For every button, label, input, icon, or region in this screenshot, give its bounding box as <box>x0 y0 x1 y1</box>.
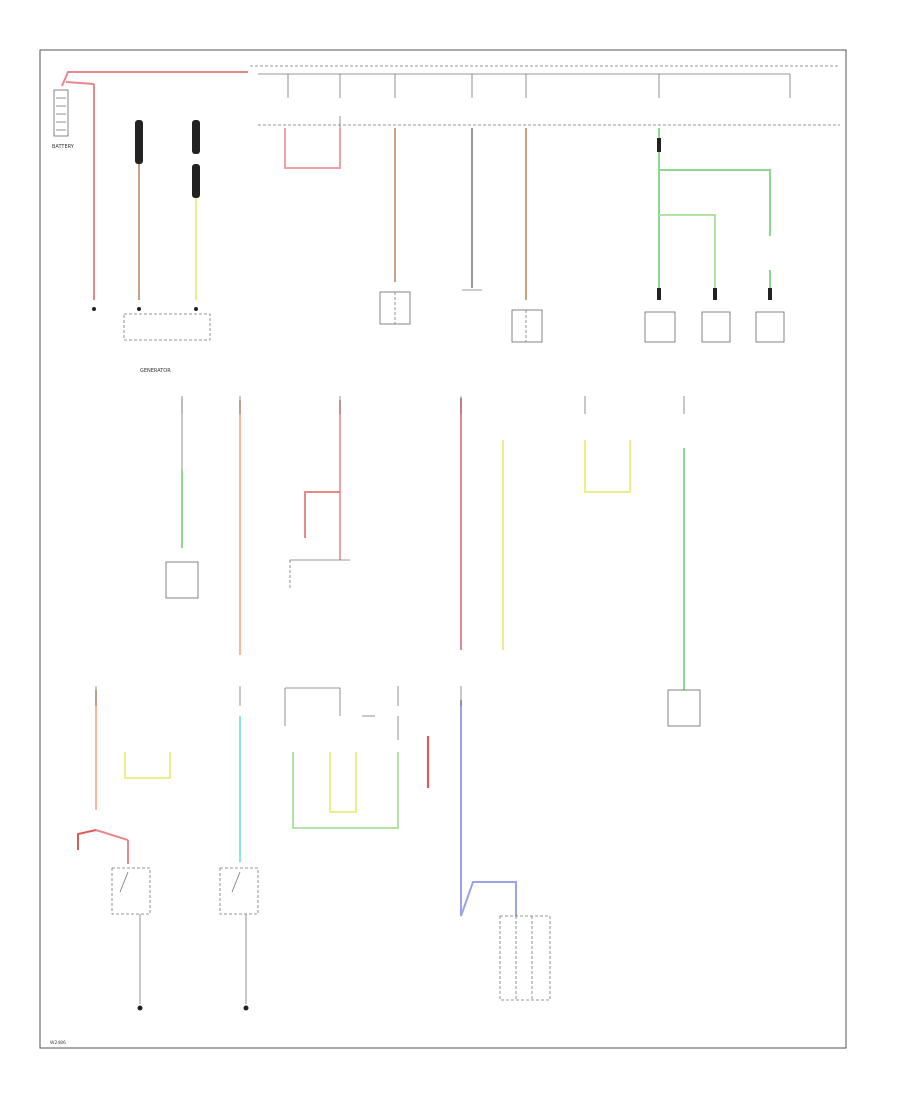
yellow-u-wire <box>584 440 631 493</box>
fuse-icon <box>768 288 772 300</box>
lower-left-circuit <box>77 690 171 1011</box>
battery-label: BATTERY <box>52 144 75 150</box>
red-loop-center <box>289 400 350 588</box>
ground-icon <box>243 1005 249 1011</box>
fusible-link-icon <box>192 164 200 198</box>
fusible-link-icon <box>192 120 200 154</box>
diagram-id: W2486 <box>50 1040 66 1046</box>
fusible-link-icon <box>135 120 143 164</box>
blue-wire <box>460 700 517 917</box>
diagram-frame <box>39 49 847 1049</box>
pink-loop-wire <box>284 128 341 169</box>
battery-circuit: BATTERY <box>52 71 248 311</box>
ground-icon <box>137 1005 143 1011</box>
green-box-circuit <box>284 687 399 829</box>
green-circuit-upper-right <box>644 128 785 343</box>
fuse-icon <box>713 288 717 300</box>
main-power-bus <box>250 65 840 126</box>
generator-label: GENERATOR <box>140 368 171 374</box>
fuse-icon <box>657 288 661 300</box>
generator-circuit: GENERATOR <box>123 120 211 374</box>
switch-icon <box>111 867 151 915</box>
fuse-icon <box>657 138 661 152</box>
fuse-taps <box>95 74 791 706</box>
battery-icon <box>53 89 69 137</box>
generator-box <box>123 313 211 341</box>
switch-icon <box>219 867 259 915</box>
